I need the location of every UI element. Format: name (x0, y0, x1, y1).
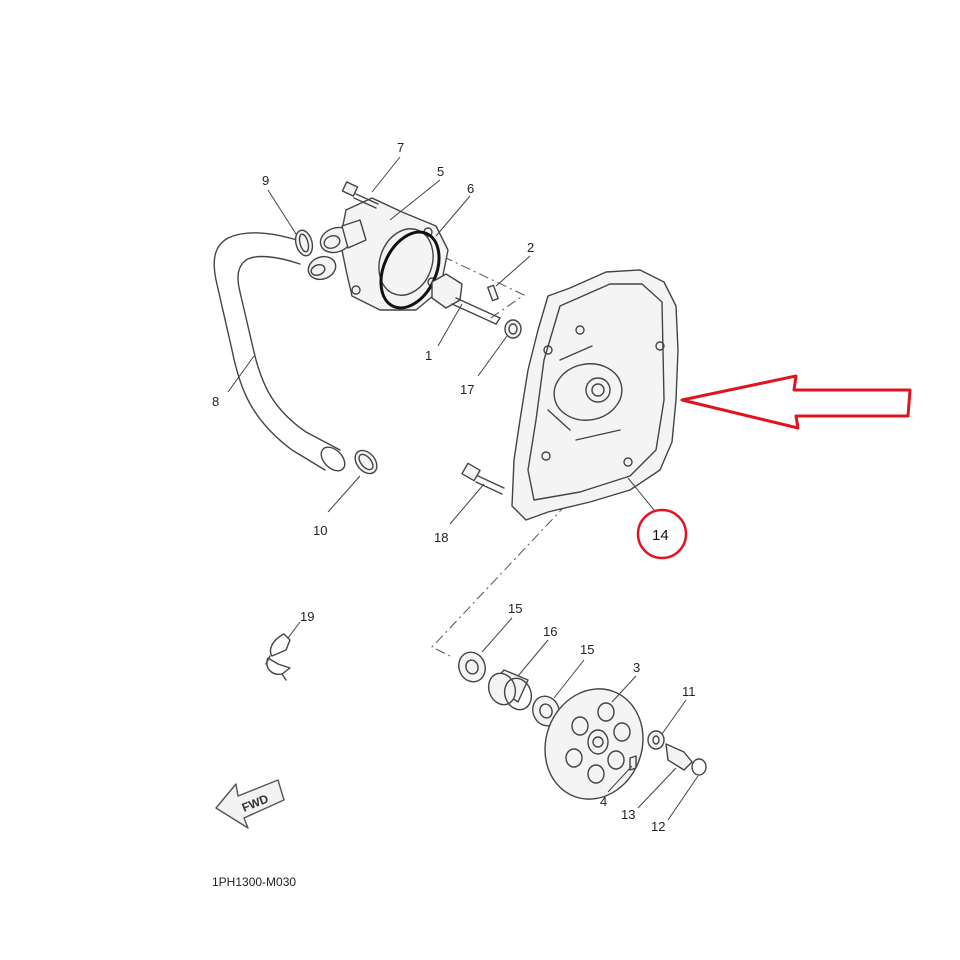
callout-11: 11 (682, 684, 696, 699)
callout-13: 13 (621, 807, 635, 822)
crankcase-cover (511, 269, 679, 521)
bearing-collar (487, 669, 533, 711)
hose-clamp-upper (294, 229, 314, 257)
highlight-circle (636, 508, 688, 560)
assembly-line-bearings (431, 489, 581, 658)
callout-12: 12 (651, 819, 665, 834)
assembly-line-shaft (424, 247, 525, 321)
oil-seal (504, 319, 522, 339)
callout-10: 10 (313, 523, 327, 538)
impeller-gear (544, 688, 644, 800)
callout-1: 1 (425, 348, 432, 363)
callout-15-right: 15 (580, 642, 594, 657)
hose-clamp-lower (354, 449, 378, 475)
callout-17: 17 (460, 382, 474, 397)
gear-shaft (665, 743, 693, 771)
bolt-housing (341, 181, 379, 209)
circlip (691, 758, 707, 776)
coolant-hose (213, 232, 346, 472)
callout-7: 7 (397, 140, 404, 155)
bearing-left (458, 651, 486, 683)
callout-6: 6 (467, 181, 474, 196)
gear-pin (629, 755, 637, 771)
dowel-pin (487, 284, 499, 302)
callout-9: 9 (262, 173, 269, 188)
callout-8: 8 (212, 394, 219, 409)
red-arrow-icon (680, 374, 912, 430)
callout-18: 18 (434, 530, 448, 545)
pump-housing (307, 197, 449, 311)
callout-2: 2 (527, 240, 534, 255)
diagram-code: 1PH1300-M030 (212, 875, 296, 889)
callout-16: 16 (543, 624, 557, 639)
impeller-shaft (431, 273, 501, 325)
callout-3: 3 (633, 660, 640, 675)
callout-19: 19 (300, 609, 314, 624)
bolt-cover (461, 462, 505, 495)
leader-lines (227, 156, 699, 821)
callout-15-left: 15 (508, 601, 522, 616)
fwd-arrow-icon: FWD (215, 779, 285, 829)
washer (647, 730, 665, 750)
callout-5: 5 (437, 164, 444, 179)
hose-clip (265, 633, 291, 681)
callout-14: 14 (652, 527, 669, 544)
callout-4: 4 (600, 794, 607, 809)
